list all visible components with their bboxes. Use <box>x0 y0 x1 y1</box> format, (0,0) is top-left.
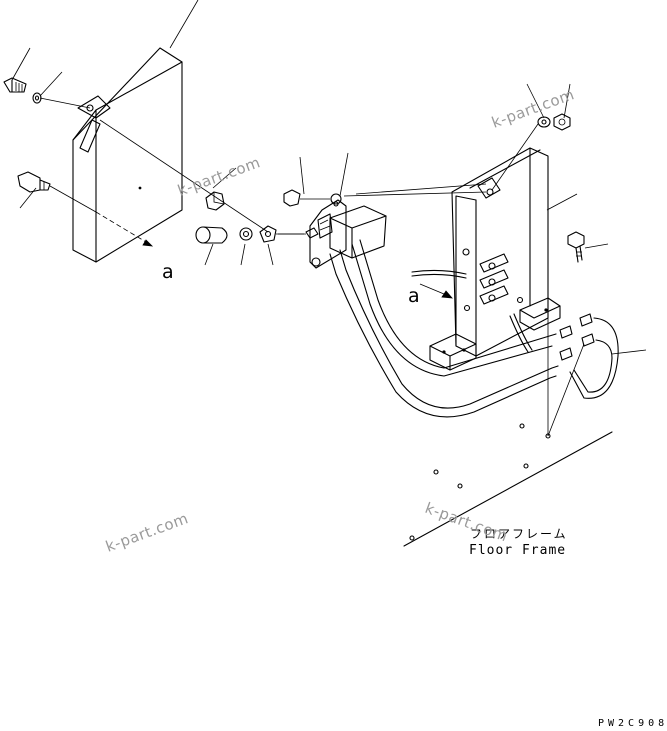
hex-nut <box>205 191 225 211</box>
controller-box <box>72 47 183 263</box>
washer-upper-left <box>32 92 42 104</box>
wire-harness <box>329 239 619 437</box>
floor-frame-label-en: Floor Frame <box>469 543 566 558</box>
callout-letter-a-left: a <box>162 261 174 283</box>
washer-nut-top-right <box>537 113 571 131</box>
small-washer <box>239 227 253 241</box>
drawing-code: PW2C908 <box>598 718 667 729</box>
leader-lines <box>11 0 647 355</box>
watermark: k-part.com <box>103 509 191 556</box>
watermark: k-part.com <box>423 499 511 546</box>
relay-connector <box>278 189 387 269</box>
callout-letter-a-right: a <box>408 285 420 307</box>
stand-bracket <box>411 147 561 371</box>
rubber-cushion <box>195 226 228 244</box>
floor-frame <box>403 423 613 547</box>
bolt-upper-left <box>3 77 27 93</box>
floor-frame-label-jp: フロアフレーム <box>470 527 568 541</box>
bolt-right <box>567 231 585 263</box>
bolt-lower-left <box>17 171 51 193</box>
clip-washer <box>259 225 277 243</box>
